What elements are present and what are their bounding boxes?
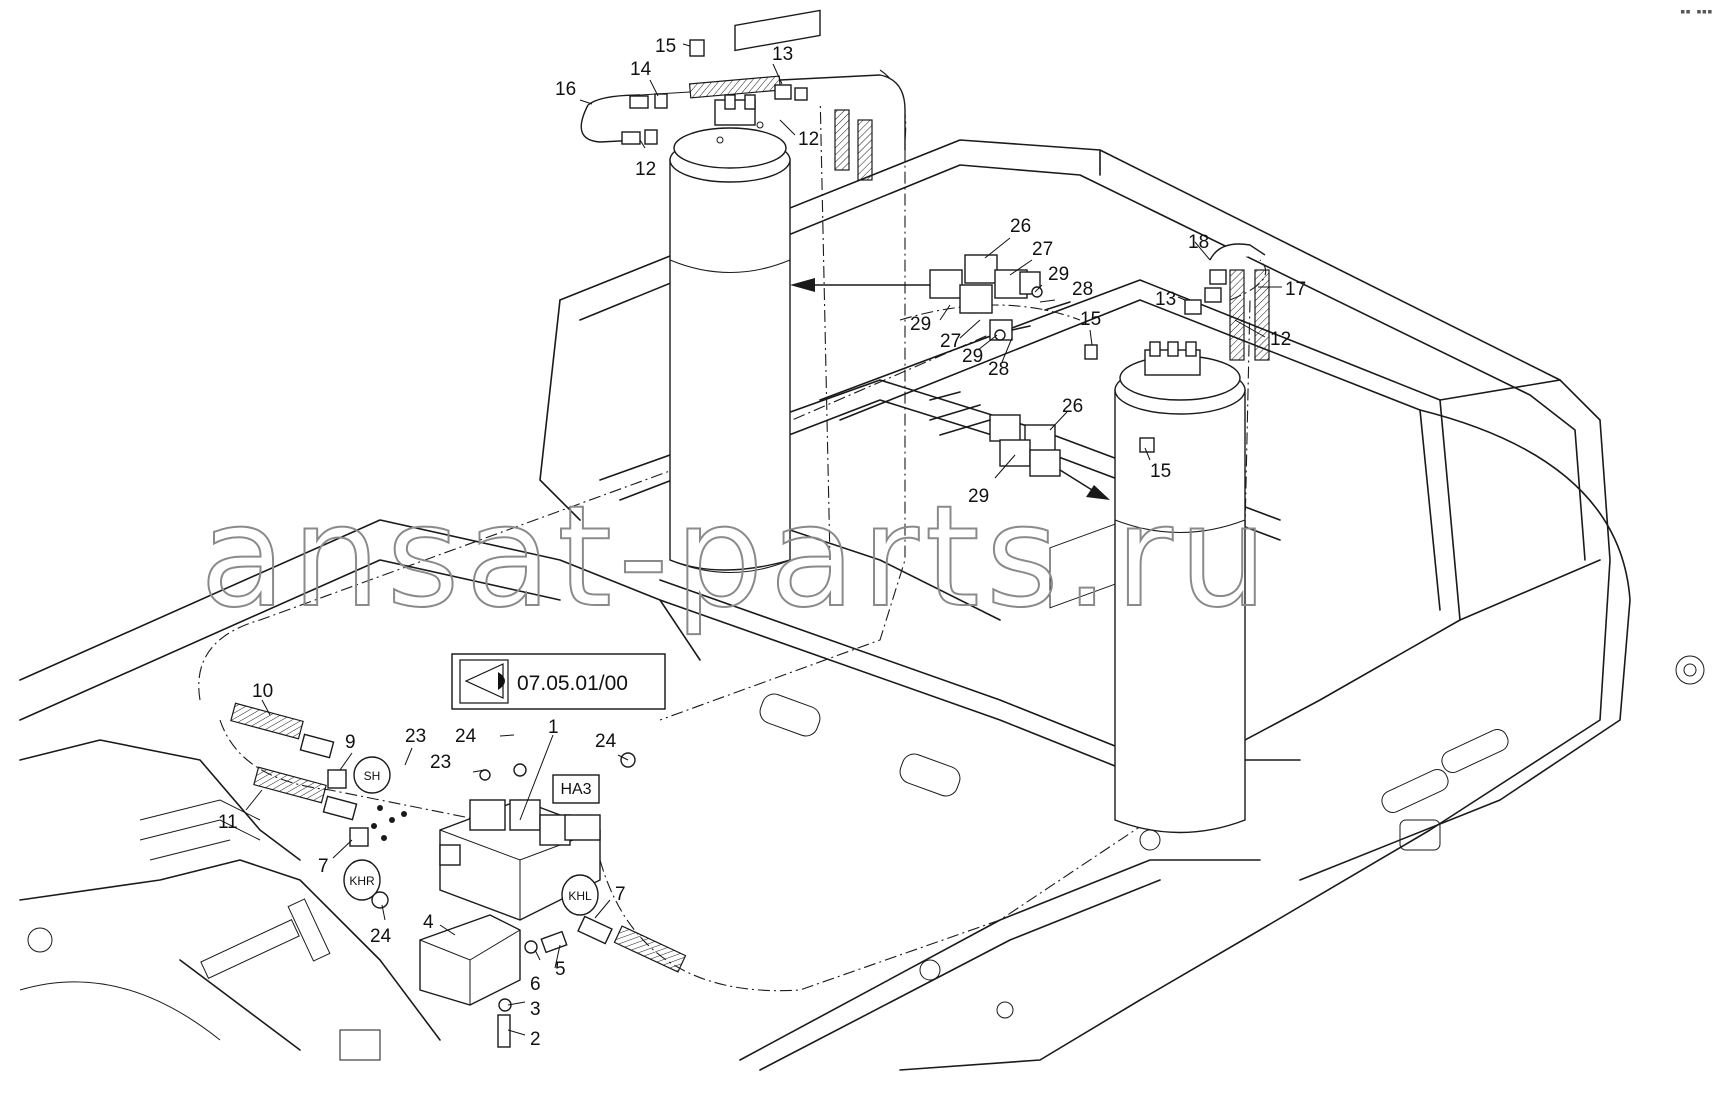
callout-24: 24 (370, 926, 392, 947)
callout-3: 3 (530, 999, 541, 1020)
callout-numbers: 15 14 13 16 12 12 26 27 29 28 29 27 29 2… (218, 36, 1306, 1050)
left-swivel-cylinder (669, 9, 821, 573)
callout-10: 10 (252, 681, 273, 702)
view-eye-icon (464, 663, 505, 699)
port-label-khl-text: KHL (568, 889, 592, 903)
callout-14: 14 (630, 59, 652, 80)
right-swivel-cylinder (1114, 341, 1246, 834)
port-label-khl (561, 874, 599, 916)
callout-24: 24 (455, 726, 477, 747)
port-label-sh-text: SH (364, 769, 381, 783)
callout-13: 13 (1155, 289, 1176, 310)
callout-7: 7 (615, 884, 626, 905)
callout-26: 27 (1032, 239, 1053, 260)
top-hoses (580, 39, 1270, 453)
callout-28: 29 (1048, 264, 1069, 285)
callout-5: 5 (555, 959, 566, 980)
callout-28: 29 (962, 346, 983, 367)
valve-block-assembly (371, 752, 636, 1048)
callout-27: 28 (1072, 279, 1093, 300)
callout-18: 18 (1188, 232, 1209, 253)
callout-27: 28 (988, 359, 1009, 380)
callout-25: 26 (1010, 216, 1031, 237)
corner-mark: ▪▪ ▪▪▪ (1680, 7, 1713, 17)
callout-15: 15 (655, 36, 676, 57)
callout-1: 1 (548, 717, 559, 738)
callout-11: 11 (218, 812, 238, 833)
callout-15: 15 (1150, 461, 1171, 482)
callout-9: 9 (345, 732, 356, 753)
callout-4: 4 (423, 912, 434, 933)
callout-25: 26 (1062, 396, 1083, 417)
callout-23: 23 (405, 726, 426, 747)
port-labels: SH KHR KHL HA3 (343, 756, 600, 916)
callout-16: 16 (555, 79, 576, 100)
callout-17: 17 (1285, 279, 1306, 300)
port-label-sh (353, 756, 391, 794)
callout-15: 15 (1080, 309, 1101, 330)
callout-leaders (245, 43, 1282, 1036)
hose-clamps (790, 254, 1110, 500)
reference-code: 07.05.01/00 (517, 672, 628, 695)
callout-12: 12 (635, 159, 656, 180)
callout-26: 27 (940, 331, 961, 352)
port-label-ha3-text: HA3 (560, 781, 591, 798)
left-hoses (230, 702, 687, 973)
port-label-ha3 (552, 774, 600, 804)
callout-6: 6 (530, 974, 541, 995)
callout-2: 2 (530, 1029, 541, 1050)
watermark-text: ansat-parts.ru (200, 476, 1274, 639)
reference-box[interactable]: 07.05.01/00 (451, 653, 666, 710)
callout-13: 13 (772, 44, 793, 65)
port-label-khr (343, 859, 381, 901)
port-label-khr-text: KHR (349, 874, 375, 888)
callout-12: 12 (798, 129, 819, 150)
callout-29: 29 (968, 486, 989, 507)
callout-23: 23 (430, 752, 451, 773)
callout-12: 12 (1270, 329, 1291, 350)
callout-24: 24 (595, 731, 617, 752)
callout-7: 7 (318, 856, 329, 877)
callout-29: 29 (910, 314, 931, 335)
